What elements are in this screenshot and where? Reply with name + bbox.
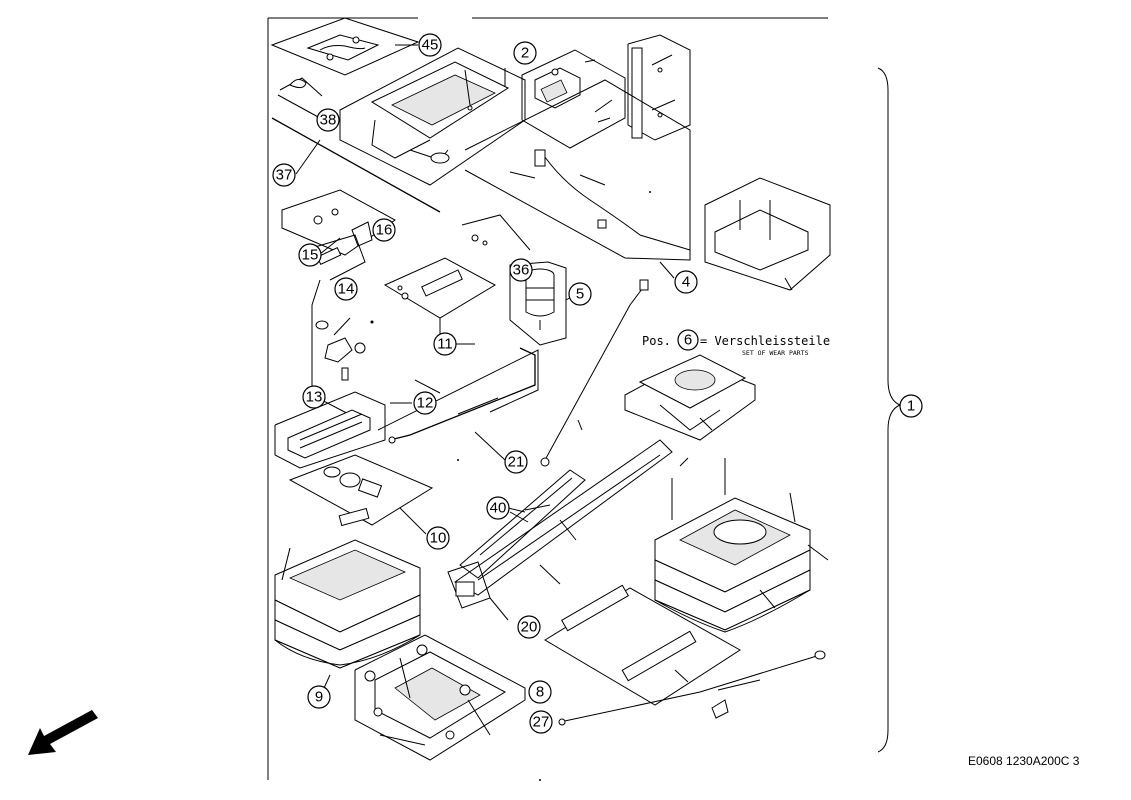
part-group-6	[624, 354, 756, 441]
callout-38: 38	[316, 108, 340, 132]
callout-11: 11	[433, 332, 475, 356]
part-group-rail-bracket	[627, 34, 691, 141]
svg-text:2: 2	[521, 45, 529, 62]
callout-12: 12	[390, 391, 437, 415]
svg-text:1: 1	[907, 398, 915, 415]
callout-20: 20	[517, 615, 541, 639]
svg-text:40: 40	[490, 500, 507, 517]
bellows-block	[274, 391, 386, 469]
svg-text:10: 10	[430, 530, 447, 547]
part-group-11	[383, 257, 497, 338]
callout-10: 10	[426, 526, 450, 550]
part-group-2	[521, 49, 626, 149]
callout-1: 1	[899, 394, 923, 418]
callout-45: 45	[405, 33, 442, 57]
svg-text:15: 15	[302, 247, 319, 264]
svg-text:21: 21	[508, 454, 525, 471]
part-group-38	[277, 77, 323, 119]
wear-parts-legend: Pos. = Verschleissteile SET OF WEAR PART…	[642, 334, 830, 357]
callout-40: 40	[486, 496, 526, 520]
svg-text:16: 16	[376, 222, 393, 239]
callout-6: 6	[677, 329, 699, 351]
callout-36: 36	[509, 258, 533, 282]
frame-lines	[267, 17, 828, 780]
callout-37: 37	[272, 163, 296, 187]
cable-6	[540, 279, 649, 467]
assembly-brace	[877, 67, 902, 753]
callout-15: 15	[298, 243, 322, 267]
part-group-20	[447, 439, 673, 621]
legend-wear-parts: SET OF WEAR PARTS	[742, 349, 809, 357]
misc-marks	[370, 191, 651, 781]
svg-text:20: 20	[521, 619, 538, 636]
svg-text:14: 14	[338, 281, 355, 298]
seat-full-assembly	[654, 457, 829, 633]
callout-8: 8	[528, 680, 552, 704]
svg-text:38: 38	[320, 112, 337, 129]
seat-cushion	[704, 177, 831, 291]
part-group-10	[288, 454, 434, 535]
part-group-12	[388, 347, 536, 444]
svg-text:36: 36	[513, 262, 530, 279]
callout-9: 9	[307, 685, 331, 709]
svg-text:11: 11	[437, 336, 453, 353]
svg-text:12: 12	[417, 395, 434, 412]
callout-16: 16	[372, 218, 396, 242]
svg-text:5: 5	[576, 286, 584, 303]
svg-text:6: 6	[684, 332, 692, 349]
svg-text:13: 13	[306, 389, 323, 406]
callout-4: 4	[674, 270, 698, 294]
drawing-code: E0608 1230A200C 3	[968, 754, 1080, 768]
part-group-4	[464, 79, 691, 279]
part-group-8-27	[354, 634, 526, 761]
cable-27	[558, 650, 826, 726]
part-group-40	[459, 469, 586, 579]
svg-text:4: 4	[682, 274, 690, 291]
svg-text:45: 45	[422, 37, 439, 54]
svg-text:8: 8	[536, 684, 544, 701]
seat-upper-frame	[339, 47, 526, 186]
callout-5: 5	[568, 282, 592, 306]
svg-text:9: 9	[315, 689, 323, 706]
callout-2: 2	[513, 41, 537, 65]
slide-rails	[544, 584, 741, 706]
callout-27: 27	[529, 710, 553, 734]
part-group-9	[274, 539, 421, 689]
callout-13: 13	[302, 385, 326, 409]
part-group-45	[270, 17, 420, 76]
part-group-13	[311, 279, 366, 421]
arrow-down-left-icon	[28, 710, 98, 755]
rod-37	[271, 117, 441, 213]
callouts: 45 38 37 2 4 15 16 14 36 5 11 13 12 21 1…	[272, 33, 923, 734]
callout-14: 14	[334, 277, 358, 301]
callout-21: 21	[504, 450, 528, 474]
part-group-36-5	[461, 214, 576, 346]
svg-text:37: 37	[276, 167, 293, 184]
svg-text:27: 27	[533, 714, 550, 731]
part-group-21	[377, 349, 539, 461]
legend-pos-suffix: = Verschleissteile	[700, 334, 830, 348]
legend-pos-prefix: Pos.	[642, 334, 671, 348]
